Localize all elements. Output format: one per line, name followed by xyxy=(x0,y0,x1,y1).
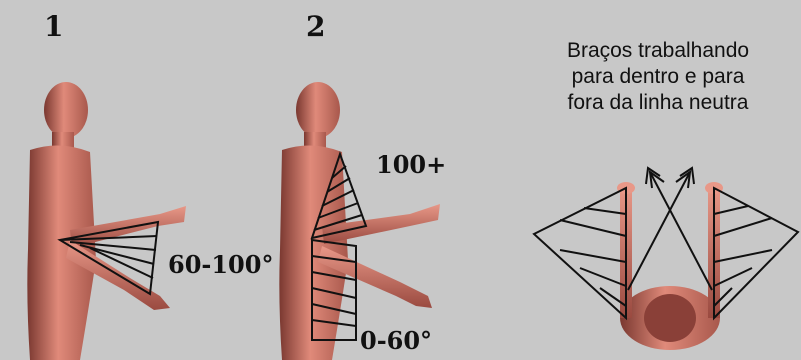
angle-label-100-plus: 100+ xyxy=(376,150,446,179)
title-line-2: para dentro e para xyxy=(528,64,788,90)
crossing-arrows xyxy=(628,168,712,290)
figure-2 xyxy=(279,82,440,360)
angle-wedge-left xyxy=(534,188,626,318)
panel-3-title: Braços trabalhando para dentro e para fo… xyxy=(528,38,788,116)
angle-label-0-60: 0-60° xyxy=(360,326,432,355)
title-line-1: Braços trabalhando xyxy=(528,38,788,64)
figure-1 xyxy=(27,82,186,360)
panel-2-number: 2 xyxy=(306,10,325,43)
angle-wedge-right xyxy=(714,188,798,318)
title-line-3: fora da linha neutra xyxy=(528,90,788,116)
panel-1-number: 1 xyxy=(44,10,63,43)
angle-label-60-100: 60-100° xyxy=(168,250,273,279)
figure-3-top-view xyxy=(617,182,723,350)
